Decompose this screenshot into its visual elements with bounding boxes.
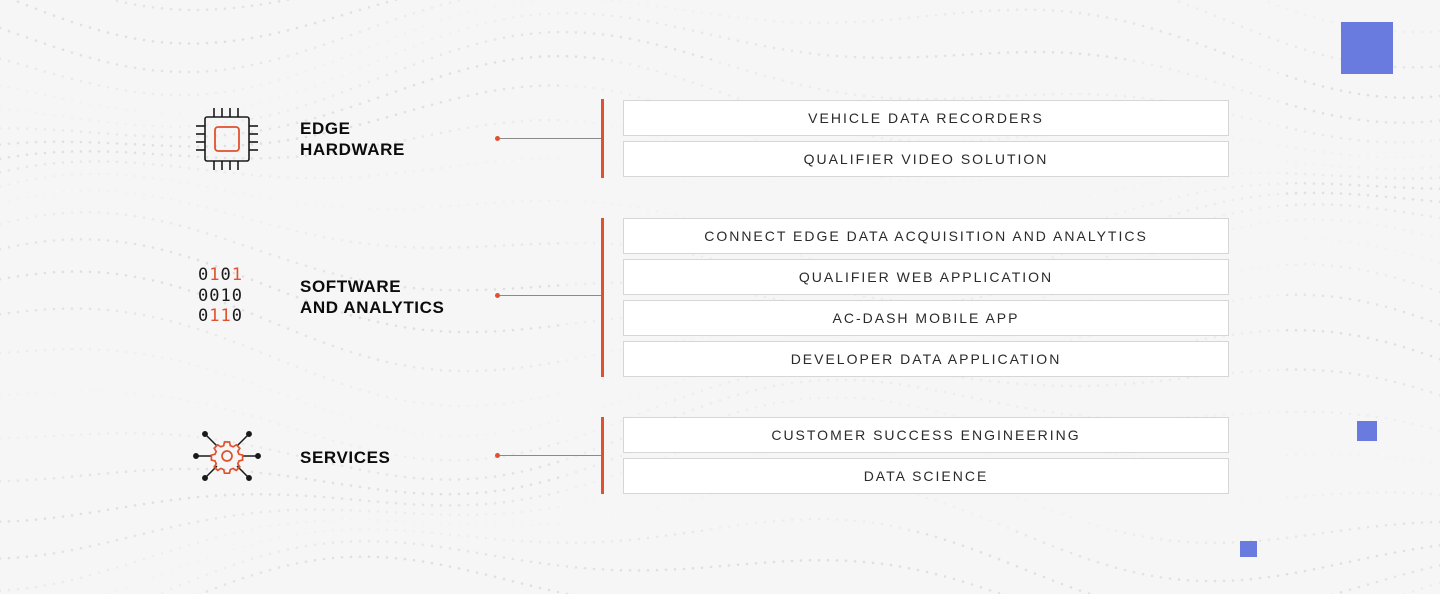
decorative-square-large (1341, 22, 1393, 74)
group-bracket (601, 417, 604, 494)
binary-code-icon: 0101 0010 0110 (198, 265, 243, 327)
item-customer-success-engineering[interactable]: CUSTOMER SUCCESS ENGINEERING (623, 417, 1229, 453)
binary-row: 0010 (198, 285, 243, 306)
chip-icon (196, 108, 258, 170)
decorative-square-small (1240, 541, 1257, 557)
item-developer-data-application[interactable]: DEVELOPER DATA APPLICATION (623, 341, 1229, 377)
binary-row: 0110 (198, 306, 243, 326)
item-qualifier-video-solution[interactable]: QUALIFIER VIDEO SOLUTION (623, 141, 1229, 177)
connector-dot (495, 293, 500, 298)
connector-line (500, 455, 602, 456)
connector-dot (495, 453, 500, 458)
binary-row: 0101 (198, 265, 243, 285)
group-bracket (601, 99, 604, 178)
item-qualifier-web-application[interactable]: QUALIFIER WEB APPLICATION (623, 259, 1229, 295)
group-bracket (601, 218, 604, 377)
item-data-science[interactable]: DATA SCIENCE (623, 458, 1229, 494)
connector-line (500, 295, 602, 296)
connector-dot (495, 136, 500, 141)
connector-line (500, 138, 602, 139)
section-title: EDGE HARDWARE (300, 119, 405, 159)
item-connect-edge[interactable]: CONNECT EDGE DATA ACQUISITION AND ANALYT… (623, 218, 1229, 254)
section-title: SOFTWARE AND ANALYTICS (300, 277, 445, 317)
decorative-square-medium (1357, 421, 1377, 441)
gear-network-icon (193, 431, 261, 481)
item-ac-dash-mobile-app[interactable]: AC-DASH MOBILE APP (623, 300, 1229, 336)
section-title: SERVICES (300, 448, 391, 467)
item-vehicle-data-recorders[interactable]: VEHICLE DATA RECORDERS (623, 100, 1229, 136)
